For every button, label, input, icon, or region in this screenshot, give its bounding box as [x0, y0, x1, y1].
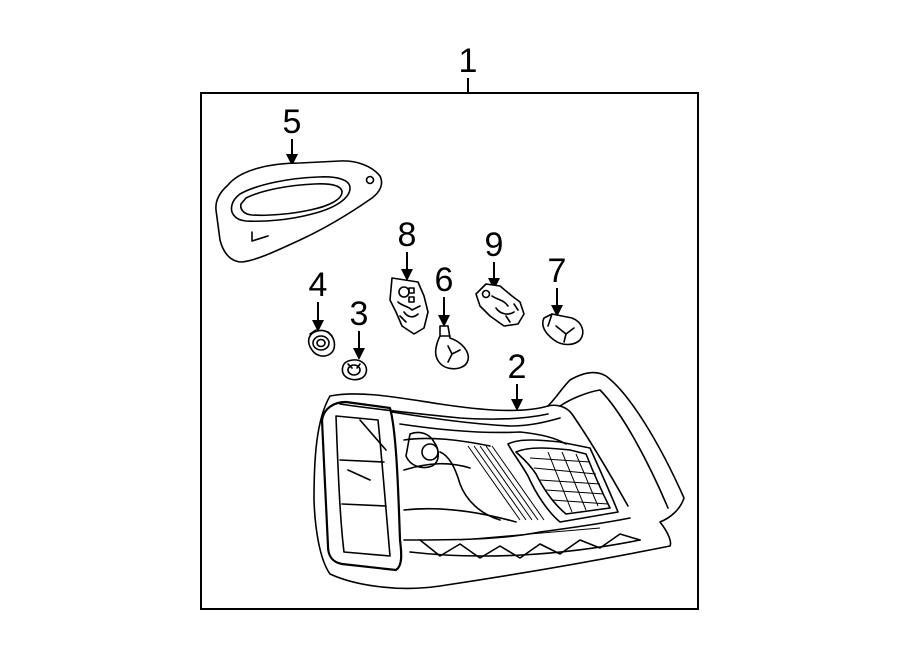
callout-4-arrowhead [312, 320, 324, 332]
callout-5-arrowhead [286, 154, 298, 166]
assembly-frame [200, 92, 699, 610]
callout-3: 3 [350, 295, 369, 360]
callout-7: 7 [548, 252, 567, 317]
callout-1-label: 1 [459, 42, 478, 80]
part-2-tail-lamp [313, 371, 685, 590]
part-3-bulb [341, 359, 368, 381]
part-5-gasket [215, 160, 383, 263]
callout-9-label: 9 [485, 226, 504, 264]
callout-6: 6 [435, 261, 454, 327]
part-8-socket [389, 277, 429, 335]
callout-2-label: 2 [508, 348, 527, 386]
callout-4: 4 [309, 266, 328, 332]
part-4-socket [307, 329, 336, 357]
part-9-socket [475, 283, 525, 327]
callout-5-label: 5 [283, 103, 302, 141]
part-6-bulb [434, 325, 470, 370]
callout-7-arrowhead [551, 305, 563, 317]
callout-5: 5 [283, 103, 302, 166]
callout-8: 8 [398, 216, 417, 281]
callout-3-label: 3 [350, 295, 369, 333]
callout-9-arrowhead [488, 278, 500, 290]
callout-9: 9 [485, 226, 504, 290]
callout-6-arrowhead [438, 315, 450, 327]
callout-8-label: 8 [398, 216, 417, 254]
callout-6-label: 6 [435, 261, 454, 299]
callout-3-arrowhead [353, 348, 365, 360]
callout-1: 1 [459, 42, 478, 93]
callout-8-arrowhead [401, 269, 413, 281]
callout-4-label: 4 [309, 266, 328, 304]
callout-2: 2 [508, 348, 527, 411]
callout-7-label: 7 [548, 252, 567, 290]
part-7-bulb [541, 313, 584, 346]
callout-2-arrowhead [511, 399, 523, 411]
